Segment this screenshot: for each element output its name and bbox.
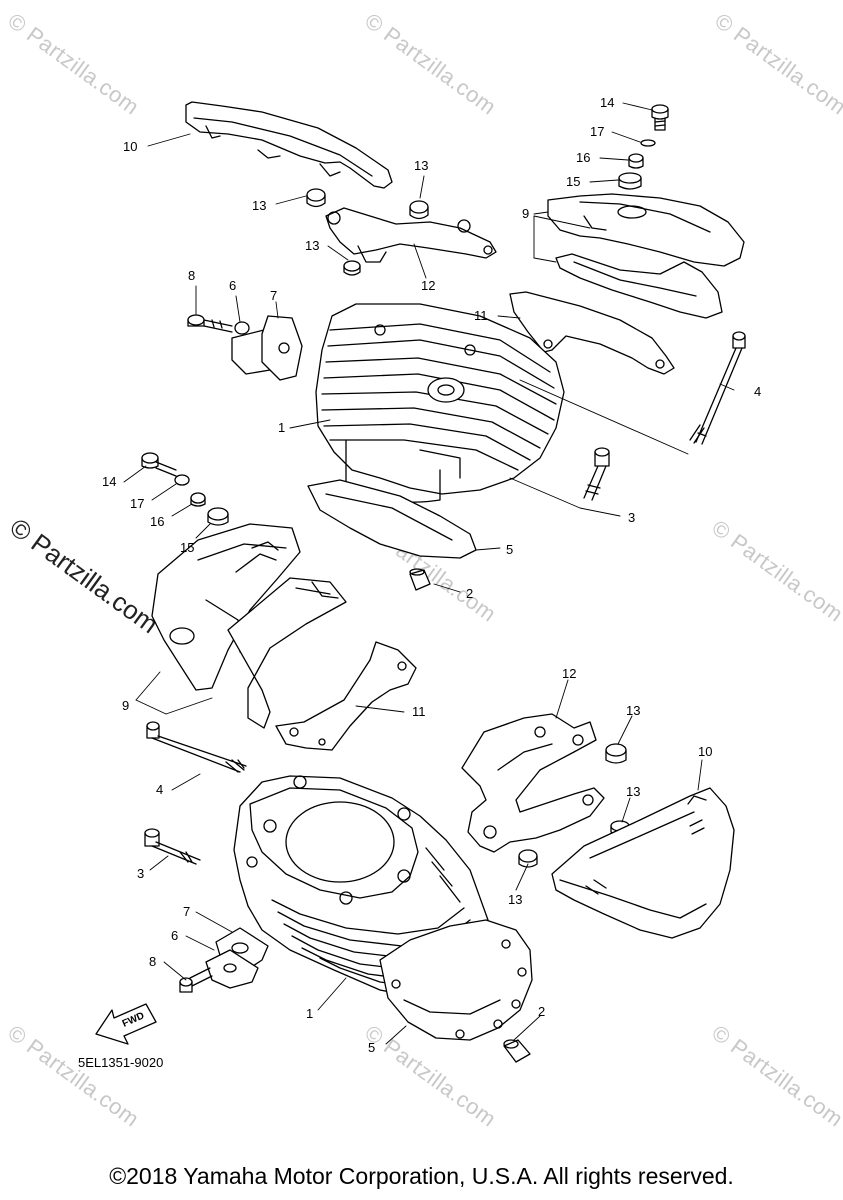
dowel-pin-front xyxy=(503,1039,531,1063)
callout-3: 3 xyxy=(137,866,145,881)
head-cover-front xyxy=(151,523,347,729)
callout-12: 12 xyxy=(562,666,577,681)
cover-plate-front xyxy=(179,927,269,993)
callout-1: 1 xyxy=(306,1006,314,1021)
callout-8: 8 xyxy=(188,268,196,283)
callout-13: 13 xyxy=(508,892,523,907)
callout-3: 3 xyxy=(628,510,636,525)
callout-13: 13 xyxy=(626,784,641,799)
stud-bolt-front xyxy=(146,721,247,773)
bolt-3-front xyxy=(144,828,201,865)
callout-2: 2 xyxy=(538,1004,546,1019)
stud-bolt-rear xyxy=(689,331,746,445)
callout-4: 4 xyxy=(156,782,164,797)
forward-arrow-icon: FWD xyxy=(95,1003,157,1045)
callout-11: 11 xyxy=(474,308,488,323)
leader-lines xyxy=(123,102,735,1045)
cover-plate-rear xyxy=(187,314,303,381)
cylinder-rear xyxy=(315,303,565,503)
callout-5: 5 xyxy=(506,542,514,557)
callout-16: 16 xyxy=(576,150,591,165)
bolt-14-rear xyxy=(618,104,669,190)
callout-10: 10 xyxy=(698,744,713,759)
callout-9: 9 xyxy=(522,206,530,221)
callout-15: 15 xyxy=(180,540,195,555)
bracket-rear xyxy=(325,207,497,263)
callout-12: 12 xyxy=(421,278,436,293)
callout-6: 6 xyxy=(171,928,179,943)
damper-rear xyxy=(306,188,429,276)
callout-14: 14 xyxy=(600,95,615,110)
gasket-cover-front xyxy=(275,641,417,751)
callout-9: 9 xyxy=(122,698,130,713)
bracket-front xyxy=(461,713,605,853)
callout-2: 2 xyxy=(466,586,474,601)
cylinder-cover-rear xyxy=(185,101,393,189)
callout-17: 17 xyxy=(130,496,145,511)
dowel-pin-rear xyxy=(409,568,431,591)
callout-13: 13 xyxy=(252,198,267,213)
bolt-14-front xyxy=(141,452,229,526)
callout-11: 11 xyxy=(412,704,426,719)
head-gasket-front xyxy=(379,919,533,1041)
callout-7: 7 xyxy=(183,904,191,919)
copyright-notice: ©2018 Yamaha Motor Corporation, U.S.A. A… xyxy=(109,1163,734,1189)
callout-10: 10 xyxy=(123,139,138,154)
callout-16: 16 xyxy=(150,514,165,529)
diagram-code: 5EL1351-9020 xyxy=(78,1055,164,1070)
callout-1: 1 xyxy=(278,420,286,435)
head-gasket-rear xyxy=(307,479,477,559)
callout-7: 7 xyxy=(270,288,278,303)
callout-5: 5 xyxy=(368,1040,376,1055)
bolt-3-rear xyxy=(583,447,610,501)
callout-13: 13 xyxy=(305,238,320,253)
callout-15: 15 xyxy=(566,174,581,189)
callout-13: 13 xyxy=(414,158,429,173)
callout-6: 6 xyxy=(229,278,237,293)
head-cover-rear xyxy=(547,193,745,319)
callout-8: 8 xyxy=(149,954,157,969)
callout-17: 17 xyxy=(590,124,605,139)
cylinder-cover-front xyxy=(551,787,735,939)
callout-14: 14 xyxy=(102,474,117,489)
callout-13: 13 xyxy=(626,703,641,718)
callout-4: 4 xyxy=(754,384,762,399)
